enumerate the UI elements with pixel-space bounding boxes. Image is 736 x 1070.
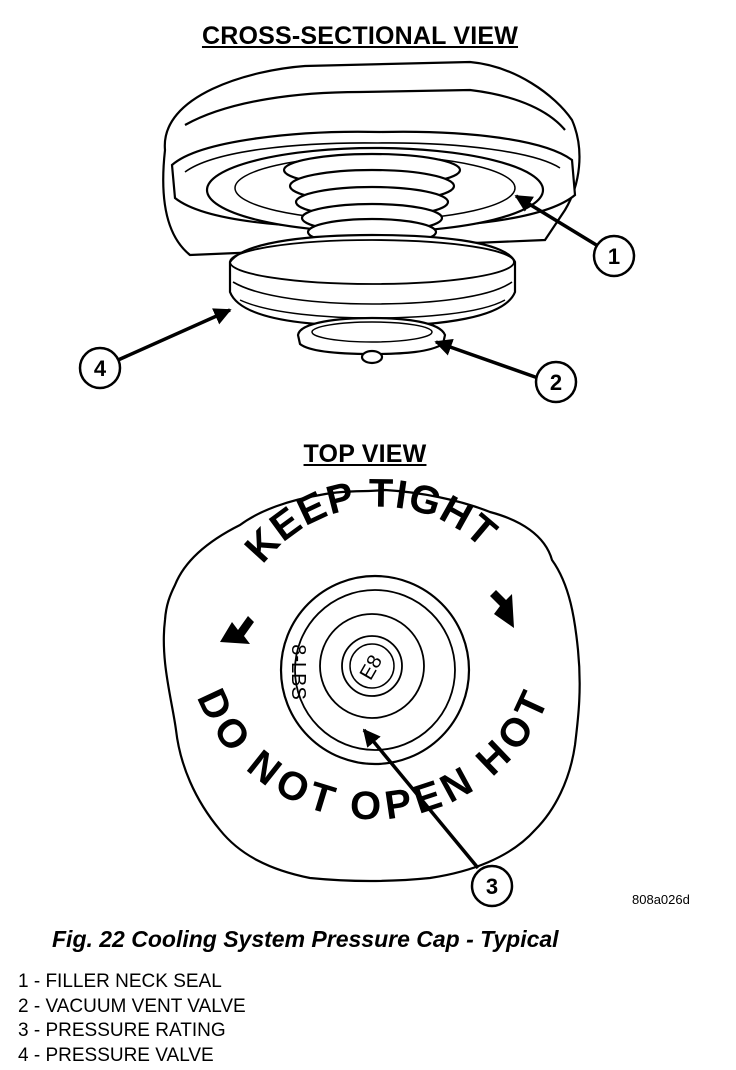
center-ring-5: [349, 643, 395, 689]
cross-section-heading: CROSS-SECTIONAL VIEW: [201, 22, 519, 50]
pressure-valve-disk: [228, 233, 517, 328]
callout-3-label: 3: [486, 874, 498, 899]
top-view-heading: TOP VIEW: [303, 440, 427, 468]
callout-4-circle: [78, 346, 122, 390]
left-rotation-arrow: [220, 616, 254, 644]
legend-item: 1 - FILLER NECK SEAL: [18, 971, 222, 992]
center-ring-3: [319, 613, 425, 719]
figure-code: 808a026d: [632, 892, 690, 907]
cap-shell-inner: [184, 88, 566, 131]
callout-2-label: 2: [550, 370, 562, 395]
valve-stem: [360, 349, 384, 365]
center-ring-4: [341, 635, 403, 697]
pressure-cap-diagram: 1 2 4 KEEP TIGHT DO NOT OPEN HOT 8-LBS E…: [78, 60, 636, 908]
legend-item: 4 - PRESSURE VALVE: [18, 1044, 214, 1066]
vacuum-vent-valve: [296, 316, 447, 356]
legend-list: 1 - FILLER NECK SEAL 2 - VACUUM VENT VAL…: [18, 970, 246, 1068]
callout-2-arrow: [434, 338, 539, 380]
right-rotation-arrow: [490, 590, 514, 628]
spring-coils: [282, 152, 462, 247]
callout-1-arrow: [514, 194, 599, 248]
legend-item: 2 - VACUUM VENT VALVE: [18, 995, 246, 1017]
callout-1-circle: [592, 234, 636, 278]
cross-section-cap: [162, 60, 581, 365]
callout-1-label: 1: [608, 244, 620, 269]
callout-3-arrow: [362, 728, 480, 870]
callout-3-circle: [470, 864, 514, 908]
center-ring-2: [294, 589, 456, 751]
pressure-rating-stamp: 8-LBS: [287, 644, 309, 700]
callout-2-circle: [534, 360, 578, 404]
legend-item: 3 - PRESSURE RATING: [18, 1020, 226, 1041]
callout-4-label: 4: [94, 356, 107, 381]
top-view-cap: [162, 488, 581, 883]
figure-caption: Fig. 22 Cooling System Pressure Cap - Ty…: [52, 926, 559, 952]
center-outer-ring: [279, 574, 471, 766]
callout-4-arrow: [117, 308, 232, 362]
